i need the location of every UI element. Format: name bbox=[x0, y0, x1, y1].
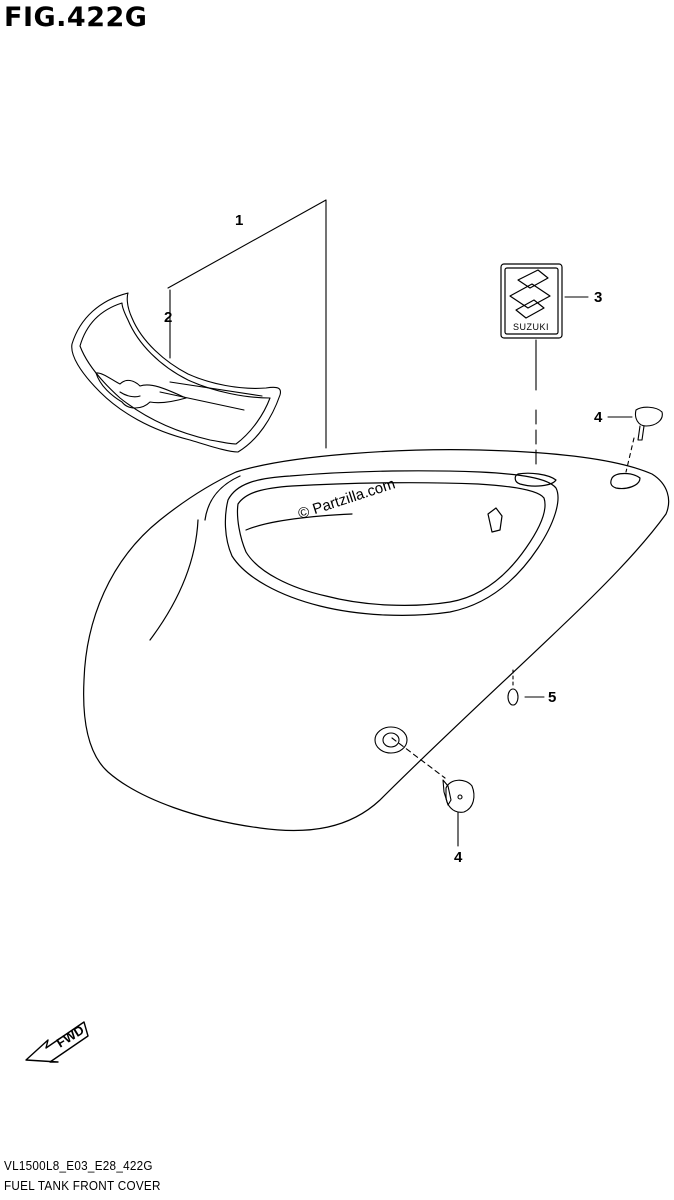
callout-4-lower: 4 bbox=[454, 849, 463, 866]
footer-model-code: VL1500L8_E03_E28_422G bbox=[4, 1158, 153, 1173]
callout-5: 5 bbox=[548, 689, 556, 706]
forward-arrow: FWD bbox=[25, 1021, 89, 1063]
leader-lines bbox=[167, 199, 635, 847]
grommet-part bbox=[507, 688, 519, 706]
screw-part-lower bbox=[442, 779, 475, 813]
suzuki-emblem-part: SUZUKI bbox=[500, 263, 563, 339]
callout-4-upper: 4 bbox=[594, 409, 603, 426]
watermark-text: © Partzilla.com bbox=[296, 475, 397, 522]
figure-title: FIG.422G bbox=[4, 2, 148, 33]
callout-2: 2 bbox=[164, 309, 172, 326]
footer-caption: FUEL TANK FRONT COVER bbox=[4, 1178, 161, 1193]
callout-1: 1 bbox=[235, 212, 243, 229]
fuel-tank-front-cover bbox=[83, 449, 670, 832]
cover-trim-part bbox=[71, 292, 282, 453]
callout-3: 3 bbox=[594, 289, 602, 306]
cover-grommet-ring bbox=[374, 726, 408, 754]
emblem-brand-text: SUZUKI bbox=[513, 322, 549, 332]
screw-part-upper bbox=[634, 406, 663, 441]
